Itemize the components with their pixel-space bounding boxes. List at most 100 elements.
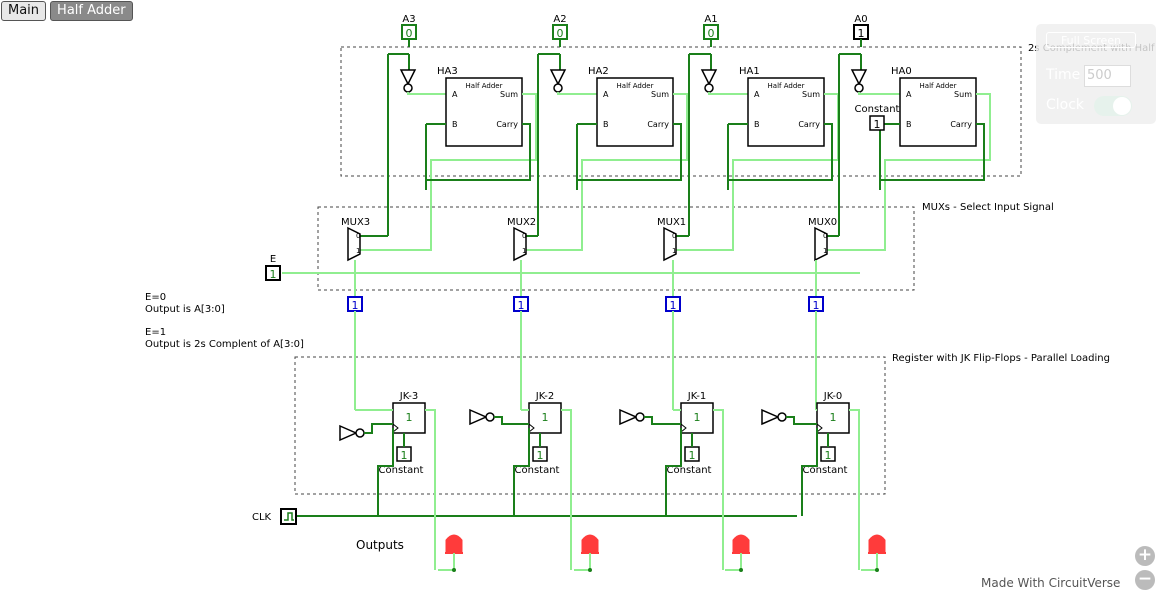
half-adder-HA2 xyxy=(596,77,674,147)
register-box-title: Register with JK Flip-Flops - Parallel L… xyxy=(892,353,1110,364)
half-adder-label: HA0 xyxy=(891,66,912,77)
enable-label: E xyxy=(270,254,276,265)
port-sum: Sum xyxy=(802,90,820,99)
mux-MUX1 xyxy=(663,226,677,262)
port-b: B xyxy=(754,120,760,129)
port-carry: Carry xyxy=(950,120,972,129)
mux-port-0: 0 xyxy=(356,232,360,240)
output-led-3 xyxy=(868,534,886,554)
junction xyxy=(452,568,456,572)
zoom-in-icon[interactable]: + xyxy=(1135,546,1155,566)
flip-flop-value: 1 xyxy=(542,411,549,424)
constant-label: Constant xyxy=(803,465,848,476)
input-value-A3: 0 xyxy=(406,27,413,40)
port-b: B xyxy=(906,120,912,129)
simulation-panel: Full Screen Time 500 Clock xyxy=(1036,24,1156,124)
wire xyxy=(858,92,900,95)
clock-label: Clock xyxy=(1046,97,1085,113)
muxes-box xyxy=(317,206,915,291)
half-adder-HA0 xyxy=(899,77,977,147)
ha0-constant xyxy=(869,115,885,131)
note-e1-desc: Output is 2s Complent of A[3:0] xyxy=(145,339,304,350)
clock-input-icon xyxy=(392,423,399,433)
mux-port-0: 0 xyxy=(672,232,676,240)
half-adder-label: HA1 xyxy=(739,66,760,77)
clock-label: CLK xyxy=(252,512,272,523)
junction xyxy=(739,568,743,572)
port-a: A xyxy=(754,90,760,99)
half-adder-label: HA2 xyxy=(588,66,609,77)
mux-port-1: 1 xyxy=(356,247,360,255)
clock-input-icon xyxy=(528,423,535,433)
clock-toggle[interactable] xyxy=(1094,96,1132,116)
junction xyxy=(875,568,879,572)
wire xyxy=(713,409,724,570)
port-b: B xyxy=(452,120,458,129)
not-gate-A3 xyxy=(399,69,417,86)
ff-not-bubble xyxy=(485,412,495,422)
ff-not-gate xyxy=(339,424,358,442)
mux-MUX0 xyxy=(814,226,828,262)
wire xyxy=(513,428,530,516)
note-e1: E=1 xyxy=(145,327,166,338)
wire xyxy=(364,423,393,434)
port-a: A xyxy=(452,90,458,99)
ff-not-bubble xyxy=(635,412,645,422)
mux-port-0: 0 xyxy=(823,232,827,240)
note-e0-desc: Output is A[3:0] xyxy=(145,304,225,315)
zoom-out-icon[interactable]: − xyxy=(1135,570,1155,590)
wire xyxy=(577,123,682,181)
time-input[interactable]: 500 xyxy=(1084,65,1131,87)
enable-input[interactable] xyxy=(265,265,281,281)
port-carry: Carry xyxy=(647,120,669,129)
register-box xyxy=(294,356,886,495)
enable-value: 1 xyxy=(270,268,277,281)
port-a: A xyxy=(603,90,609,99)
mux-port-1: 1 xyxy=(823,247,827,255)
wire xyxy=(525,93,688,251)
wire xyxy=(425,409,436,570)
wire xyxy=(665,428,682,516)
port-carry: Carry xyxy=(798,120,820,129)
mux-label: MUX0 xyxy=(808,217,837,228)
wire xyxy=(880,123,985,181)
half-adder-title: Half Adder xyxy=(617,82,654,90)
ha0-constant-value: 1 xyxy=(874,118,881,131)
ff-not-bubble xyxy=(777,412,787,422)
tab-half-adder[interactable]: Half Adder xyxy=(50,1,133,21)
mux-label: MUX2 xyxy=(507,217,536,228)
note-e0: E=0 xyxy=(145,292,166,303)
constant-label: Constant xyxy=(667,465,712,476)
half-adder-title: Half Adder xyxy=(466,82,503,90)
wire xyxy=(359,93,537,251)
ff-not-gate xyxy=(761,408,780,426)
full-screen-button[interactable]: Full Screen xyxy=(1046,32,1136,48)
muxes-box-title: MUXs - Select Input Signal xyxy=(922,202,1054,213)
mux-label: MUX3 xyxy=(341,217,370,228)
wire xyxy=(728,123,833,181)
not-bubble-A2 xyxy=(553,83,563,93)
outputs-label: Outputs xyxy=(356,538,404,552)
wire xyxy=(826,93,991,251)
not-gate-A1 xyxy=(700,69,718,86)
ha0-constant-label: Constant xyxy=(855,104,900,115)
not-bubble-A0 xyxy=(854,83,864,93)
clock-input-icon xyxy=(816,423,823,433)
ff-not-bubble xyxy=(355,428,365,438)
wire xyxy=(644,416,681,425)
mux-port-1: 1 xyxy=(522,247,526,255)
junction xyxy=(588,568,592,572)
probe-value: 1 xyxy=(352,299,359,312)
not-gate-A0 xyxy=(850,69,868,86)
wire xyxy=(426,123,531,181)
tab-main[interactable]: Main xyxy=(1,1,47,21)
clock-wave-icon xyxy=(284,512,294,521)
output-led-1 xyxy=(581,534,599,554)
port-a: A xyxy=(906,90,912,99)
ff-not-gate xyxy=(619,408,638,426)
mux-port-1: 1 xyxy=(672,247,676,255)
half-adder-HA3 xyxy=(445,77,523,147)
constant-value: 1 xyxy=(689,449,696,462)
wire xyxy=(708,92,748,95)
